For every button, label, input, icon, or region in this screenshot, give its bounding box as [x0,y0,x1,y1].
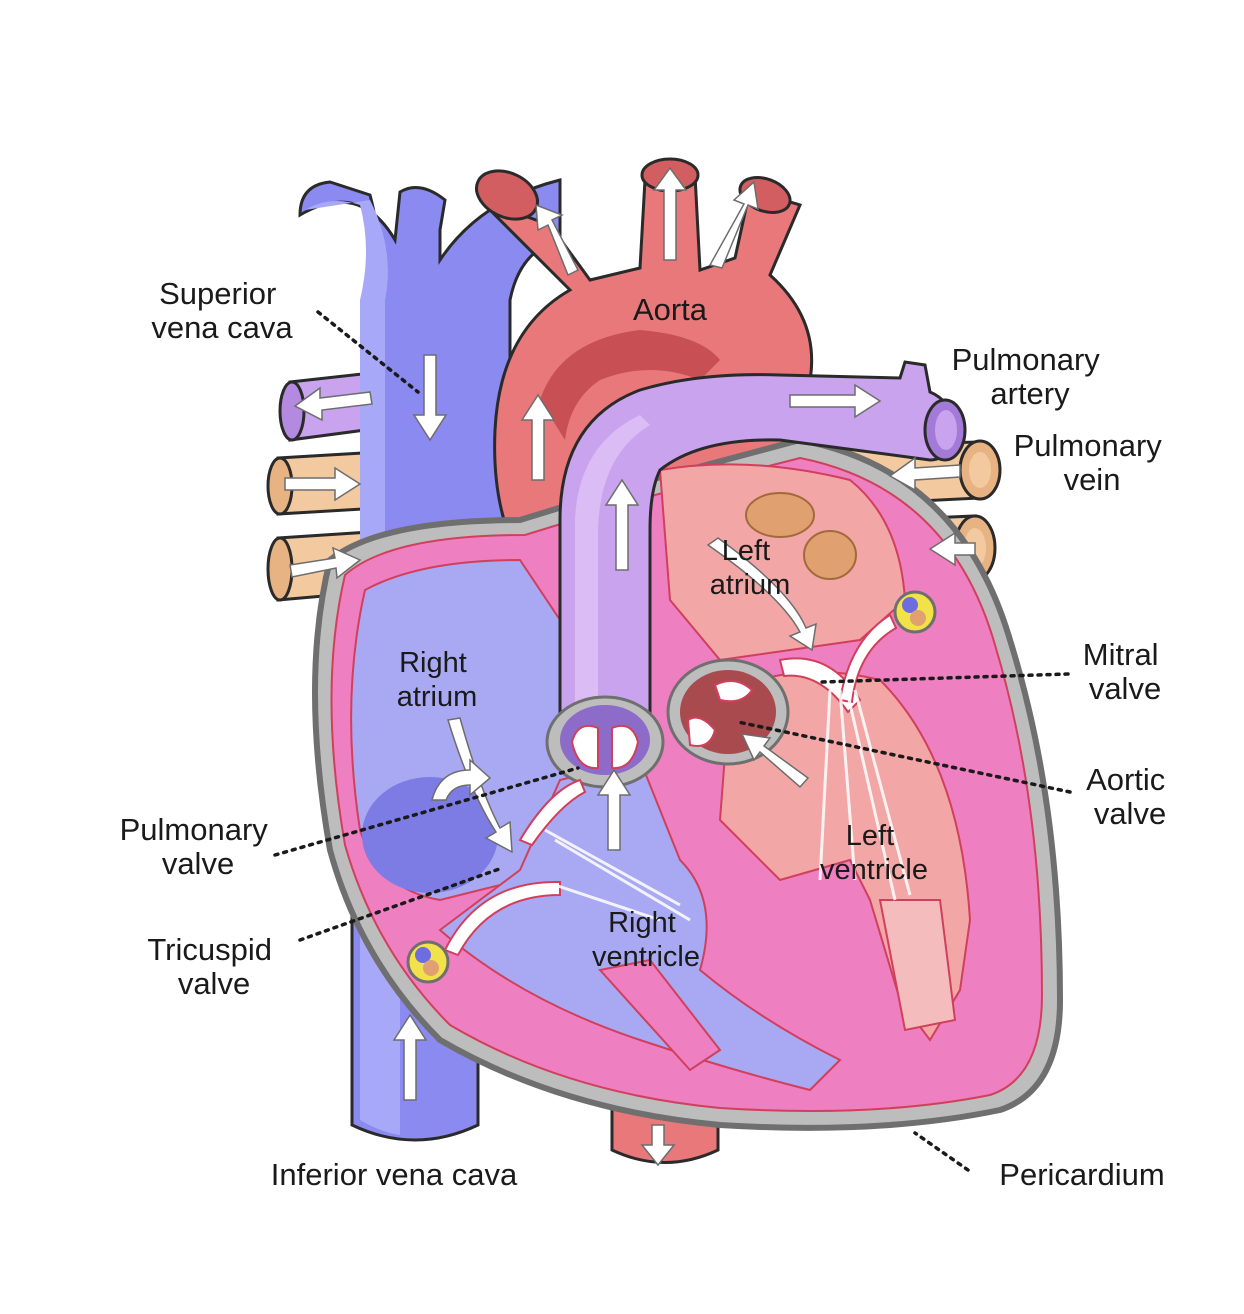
svg-text:Right ventricle: Right ventricle [592,907,700,973]
svg-text:Right atrium: Right atrium [397,647,478,713]
arrow-down-aorta [640,1124,676,1167]
svg-text:Mitral valve: Mitral valve [1083,637,1167,706]
label-mitral-valve-1: Mitral [1083,637,1159,672]
label-mitral-valve-2: valve [1089,671,1161,706]
label-pulmonary-vein-1: Pulmonary [1014,428,1163,463]
flow-arrows [284,166,976,1167]
coronary-node-left [893,590,937,634]
arrow-rpa-left [293,386,373,422]
label-left-ventricle-1: Left [846,820,894,852]
label-left-atrium-1: Left [722,535,770,567]
arrow-rpv-2 [289,546,362,580]
label-pulmonary-artery-2: artery [990,376,1070,411]
pulmonary-artery [558,360,967,722]
arrow-lpv-2 [928,531,976,567]
svg-text:Superior vena cava: Superior vena cava [151,276,293,345]
leader-pulmonary-valve [273,766,580,857]
labels: Superior vena cava Aorta Pulmonary arter… [120,276,1174,1192]
arrow-ra-curve [431,758,492,801]
svg-text:Aortic valve: Aortic valve [1086,762,1174,831]
arrow-lv-up [740,733,810,789]
arrow-brachio-1 [535,203,580,277]
arrow-brachio-2 [652,166,688,261]
label-right-atrium-2: atrium [397,681,478,713]
svg-text:Tricuspid valve: Tricuspid valve [147,932,280,1001]
arrow-rpv-1 [284,466,362,502]
arrow-lpv-1 [888,456,961,492]
mitral-valve [778,613,912,901]
aortic-valve [666,658,790,766]
arrow-up-ivc [392,1013,428,1101]
label-inferior-vena-cava: Inferior vena cava [271,1157,518,1192]
label-superior-vena-cava-2: vena cava [151,310,293,345]
leader-lines [273,310,1072,1172]
label-pulmonary-valve-1: Pulmonary [120,812,269,847]
label-tricuspid-valve-1: Tricuspid [147,932,272,967]
tricuspid-valve [443,778,691,957]
label-pulmonary-valve-2: valve [162,846,234,881]
arrow-down-svc [412,354,448,442]
label-aorta: Aorta [633,292,708,327]
arrow-pa-right [789,383,882,419]
arrow-la-down [706,537,817,652]
label-right-ventricle-2: ventricle [592,941,700,973]
label-superior-vena-cava-1: Superior [159,276,276,311]
svg-text:Pulmonary vein: Pulmonary vein [1014,428,1171,497]
svg-text:Pulmonary artery: Pulmonary artery [952,342,1109,411]
leader-tricuspid-valve [298,866,504,942]
label-left-atrium-2: atrium [710,569,791,601]
label-aortic-valve-1: Aortic [1086,762,1165,797]
label-right-ventricle-1: Right [608,907,676,939]
label-pericardium: Pericardium [999,1157,1164,1192]
label-right-atrium-1: Right [399,647,467,679]
label-aortic-valve-2: valve [1094,796,1166,831]
arrow-brachio-3 [708,180,759,269]
label-pulmonary-vein-2: vein [1064,462,1121,497]
coronary-node-right [406,940,450,984]
right-ventricle-chamber [438,758,842,1092]
arrow-pa-up [604,478,640,571]
label-tricuspid-valve-2: valve [178,966,250,1001]
arrow-aorta-up [520,393,556,481]
svg-text:Pulmonary valve: Pulmonary valve [120,812,277,881]
left-atrium-chamber [658,463,907,662]
leader-pericardium [913,1131,970,1172]
arrow-pv-up [596,768,632,851]
leader-aortic-valve [736,720,1072,794]
pulmonary-valve [545,695,665,789]
leader-superior-vena-cava [316,310,420,394]
svg-text:Left atrium: Left atrium [710,535,791,601]
label-pulmonary-artery-1: Pulmonary [952,342,1101,377]
svg-text:Left ventricle: Left ventricle [820,820,928,886]
label-left-ventricle-2: ventricle [820,854,928,886]
